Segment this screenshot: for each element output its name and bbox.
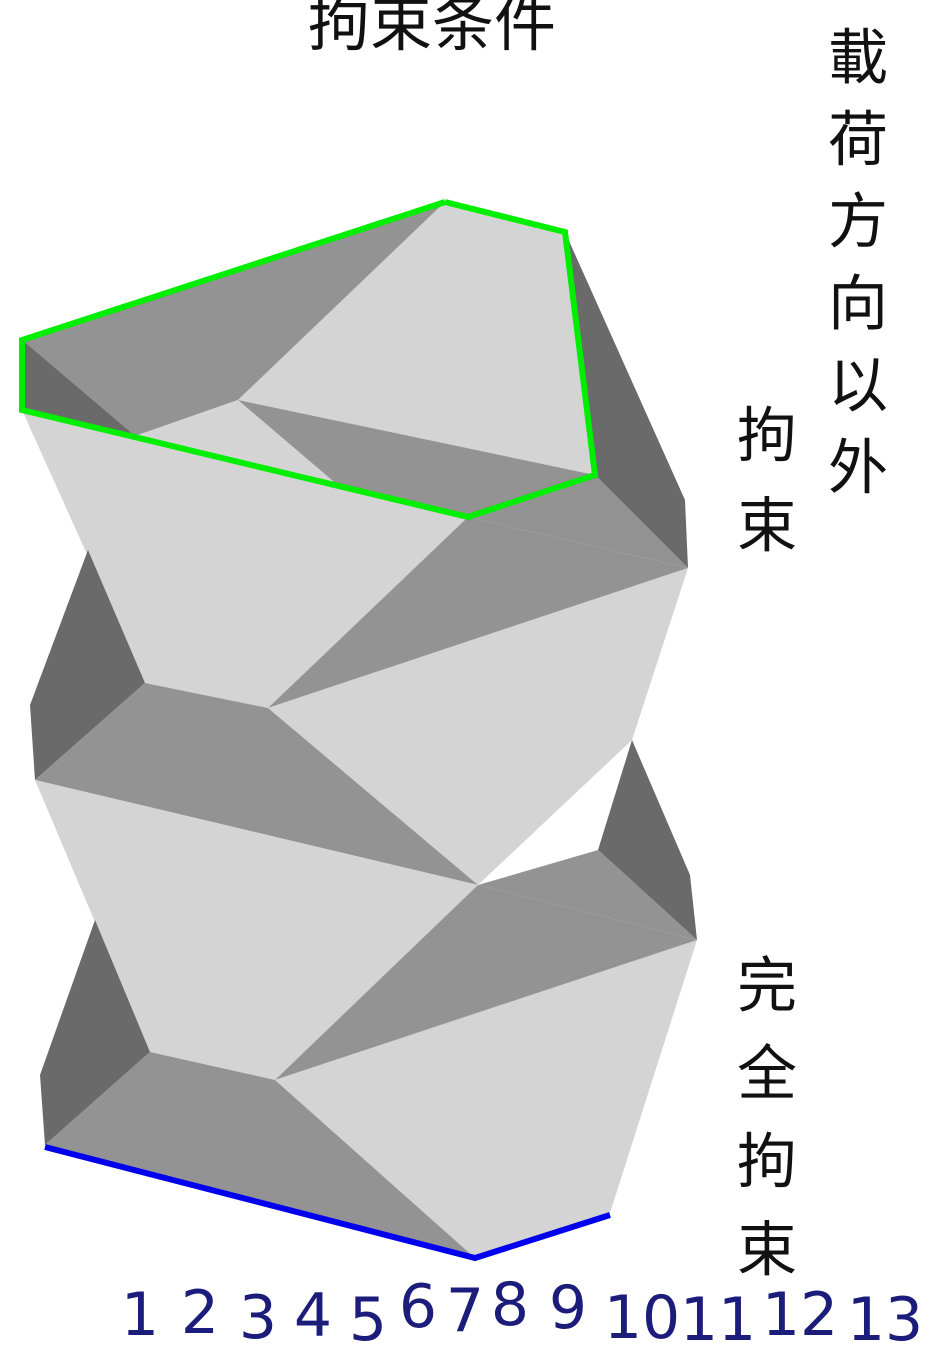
side-face-right-middle bbox=[598, 740, 697, 940]
tier2-face-left bbox=[35, 780, 478, 1080]
bottom-constraint-edge bbox=[44, 1144, 611, 1262]
label-top-constraint-inner-char: 束 bbox=[737, 492, 797, 562]
tier2-face-lower bbox=[275, 940, 697, 1258]
top-face-left-end bbox=[22, 340, 135, 436]
node-number-13: 13 bbox=[847, 1285, 923, 1351]
side-face-left-2 bbox=[40, 920, 150, 1145]
node-number-9: 9 bbox=[549, 1273, 587, 1343]
tier2-face-lower-left bbox=[45, 1052, 475, 1258]
top-face-inner bbox=[135, 400, 340, 487]
label-top-constraint-outer-char: 外 bbox=[828, 434, 888, 504]
top-face-right bbox=[238, 202, 595, 475]
tier1-face-right-dark bbox=[468, 475, 688, 568]
label-top-constraint-inner: 拘束 bbox=[737, 402, 797, 562]
node-number-11: 11 bbox=[680, 1285, 756, 1351]
label-bottom-constraint-char: 束 bbox=[737, 1216, 797, 1286]
tier2-face-right bbox=[275, 885, 697, 1080]
tier1-face-lower-left bbox=[35, 683, 478, 885]
side-face-left-1 bbox=[30, 550, 145, 780]
diagram-title: 拘束条件 bbox=[308, 0, 556, 60]
label-bottom-constraint-char: 拘 bbox=[737, 1128, 797, 1198]
label-top-constraint-outer-char: 以 bbox=[828, 352, 888, 422]
node-number-8: 8 bbox=[491, 1270, 529, 1340]
node-number-3: 3 bbox=[239, 1283, 277, 1351]
top-face-front bbox=[238, 400, 595, 517]
node-number-4: 4 bbox=[294, 1281, 332, 1351]
node-number-7: 7 bbox=[446, 1276, 484, 1346]
node-number-5: 5 bbox=[349, 1285, 387, 1351]
top-constraint-edge bbox=[19, 199, 599, 521]
tier1-face-left bbox=[22, 410, 468, 708]
label-top-constraint-outer-char: 向 bbox=[828, 270, 888, 340]
node-number-6: 6 bbox=[399, 1272, 437, 1342]
node-number-2: 2 bbox=[181, 1278, 219, 1348]
top-face-left bbox=[22, 202, 445, 436]
origami-tube-model bbox=[22, 202, 697, 1258]
tier1-face-right bbox=[268, 517, 688, 708]
node-number-12: 12 bbox=[762, 1280, 838, 1350]
label-top-constraint-inner-char: 拘 bbox=[737, 402, 797, 472]
label-top-constraint-outer-char: 方 bbox=[828, 188, 888, 258]
side-face-right-upper bbox=[565, 232, 688, 568]
tier2-face-right-dark bbox=[478, 850, 697, 940]
label-top-constraint-outer-char: 荷 bbox=[828, 106, 888, 176]
label-top-constraint-outer-char: 載 bbox=[828, 24, 888, 94]
node-number-1: 1 bbox=[121, 1280, 159, 1350]
tier1-face-lower bbox=[268, 568, 688, 885]
label-bottom-constraint-char: 全 bbox=[737, 1040, 797, 1110]
label-bottom-constraint-char: 完 bbox=[737, 952, 797, 1022]
node-number-10: 10 bbox=[604, 1283, 680, 1351]
